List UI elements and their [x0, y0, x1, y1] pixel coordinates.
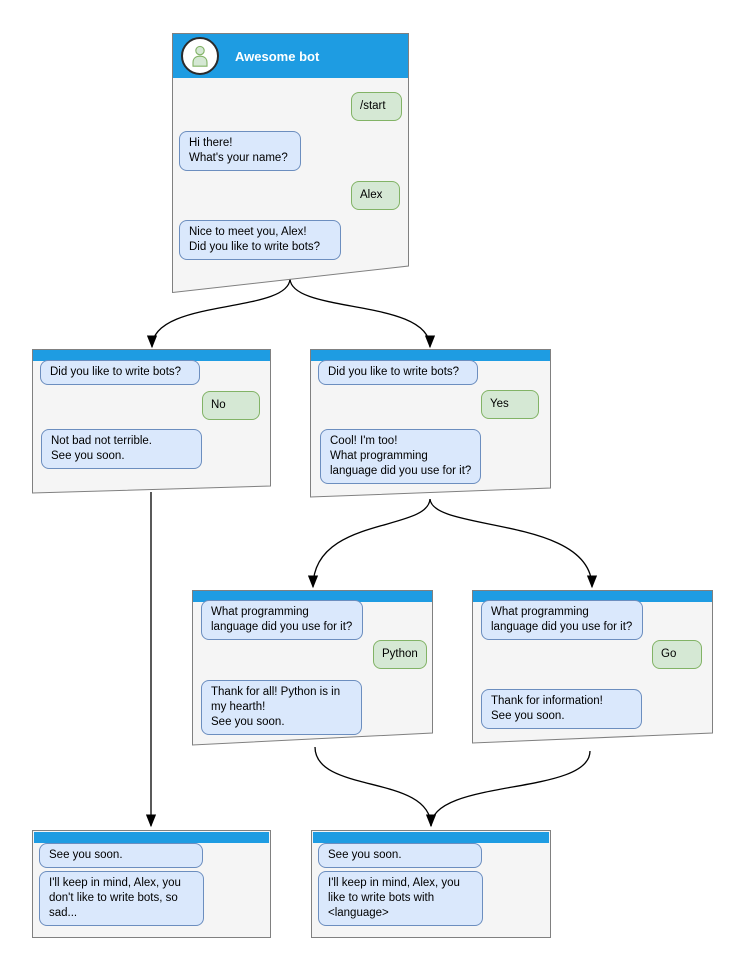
bot-message-no-reply: Not bad not terrible. See you soon.: [41, 429, 202, 469]
bot-message-question: What programming language did you use fo…: [201, 600, 363, 640]
bot-avatar: [181, 37, 219, 75]
bot-message-question: Did you like to write bots?: [318, 360, 478, 385]
chat-window-root: Awesome bot /start Hi there! What's your…: [172, 33, 409, 293]
window-title-bar: [33, 350, 270, 361]
bot-message-headline: See you soon.: [39, 843, 203, 868]
chat-window-end-yes: See you soon. I'll keep in mind, Alex, y…: [311, 830, 551, 938]
window-header: Awesome bot: [173, 34, 408, 78]
user-message-start: /start: [351, 92, 402, 121]
user-message-yes: Yes: [481, 390, 539, 419]
bot-message-question: What programming language did you use fo…: [481, 600, 643, 640]
user-message-no: No: [202, 391, 260, 420]
bot-message-question: Did you like to write bots?: [40, 360, 200, 385]
window-title-bar: [311, 350, 550, 361]
window-title-bar: [193, 591, 432, 602]
bot-message-go-reply: Thank for information! See you soon.: [481, 689, 642, 729]
edge-yes-to-go: [429, 498, 598, 589]
chat-window-branch-go: What programming language did you use fo…: [472, 590, 713, 744]
chat-window-branch-yes: Did you like to write bots? Yes Cool! I'…: [310, 349, 551, 498]
edge-go-to-end-yes: [430, 750, 591, 827]
user-message-python: Python: [373, 640, 427, 669]
user-message-name: Alex: [351, 181, 400, 210]
edge-root-to-branch-yes: [289, 278, 436, 349]
bot-message-greeting: Hi there! What's your name?: [179, 131, 301, 171]
bot-message-headline: See you soon.: [318, 843, 482, 868]
edge-root-to-branch-no: [146, 278, 291, 349]
person-icon: [192, 45, 208, 67]
bot-message-end-yes: I'll keep in mind, Alex, you like to wri…: [318, 871, 483, 926]
bot-message-yes-reply: Cool! I'm too! What programming language…: [320, 429, 481, 484]
chat-window-end-no: See you soon. I'll keep in mind, Alex, y…: [32, 830, 271, 938]
window-title-bar: [34, 832, 269, 843]
window-title: Awesome bot: [235, 48, 320, 64]
bot-message-python-reply: Thank for all! Python is in my hearth! S…: [201, 680, 362, 735]
window-title-bar: [473, 591, 712, 602]
bot-message-ask-bots: Nice to meet you, Alex! Did you like to …: [179, 220, 341, 260]
edge-python-to-end-yes: [314, 746, 437, 828]
edge-yes-to-python: [307, 498, 431, 589]
chat-window-branch-no: Did you like to write bots? No Not bad n…: [32, 349, 271, 494]
bot-message-end-no: I'll keep in mind, Alex, you don't like …: [39, 871, 204, 926]
user-message-go: Go: [652, 640, 702, 669]
window-title-bar: [313, 832, 549, 843]
chat-window-branch-python: What programming language did you use fo…: [192, 590, 433, 746]
